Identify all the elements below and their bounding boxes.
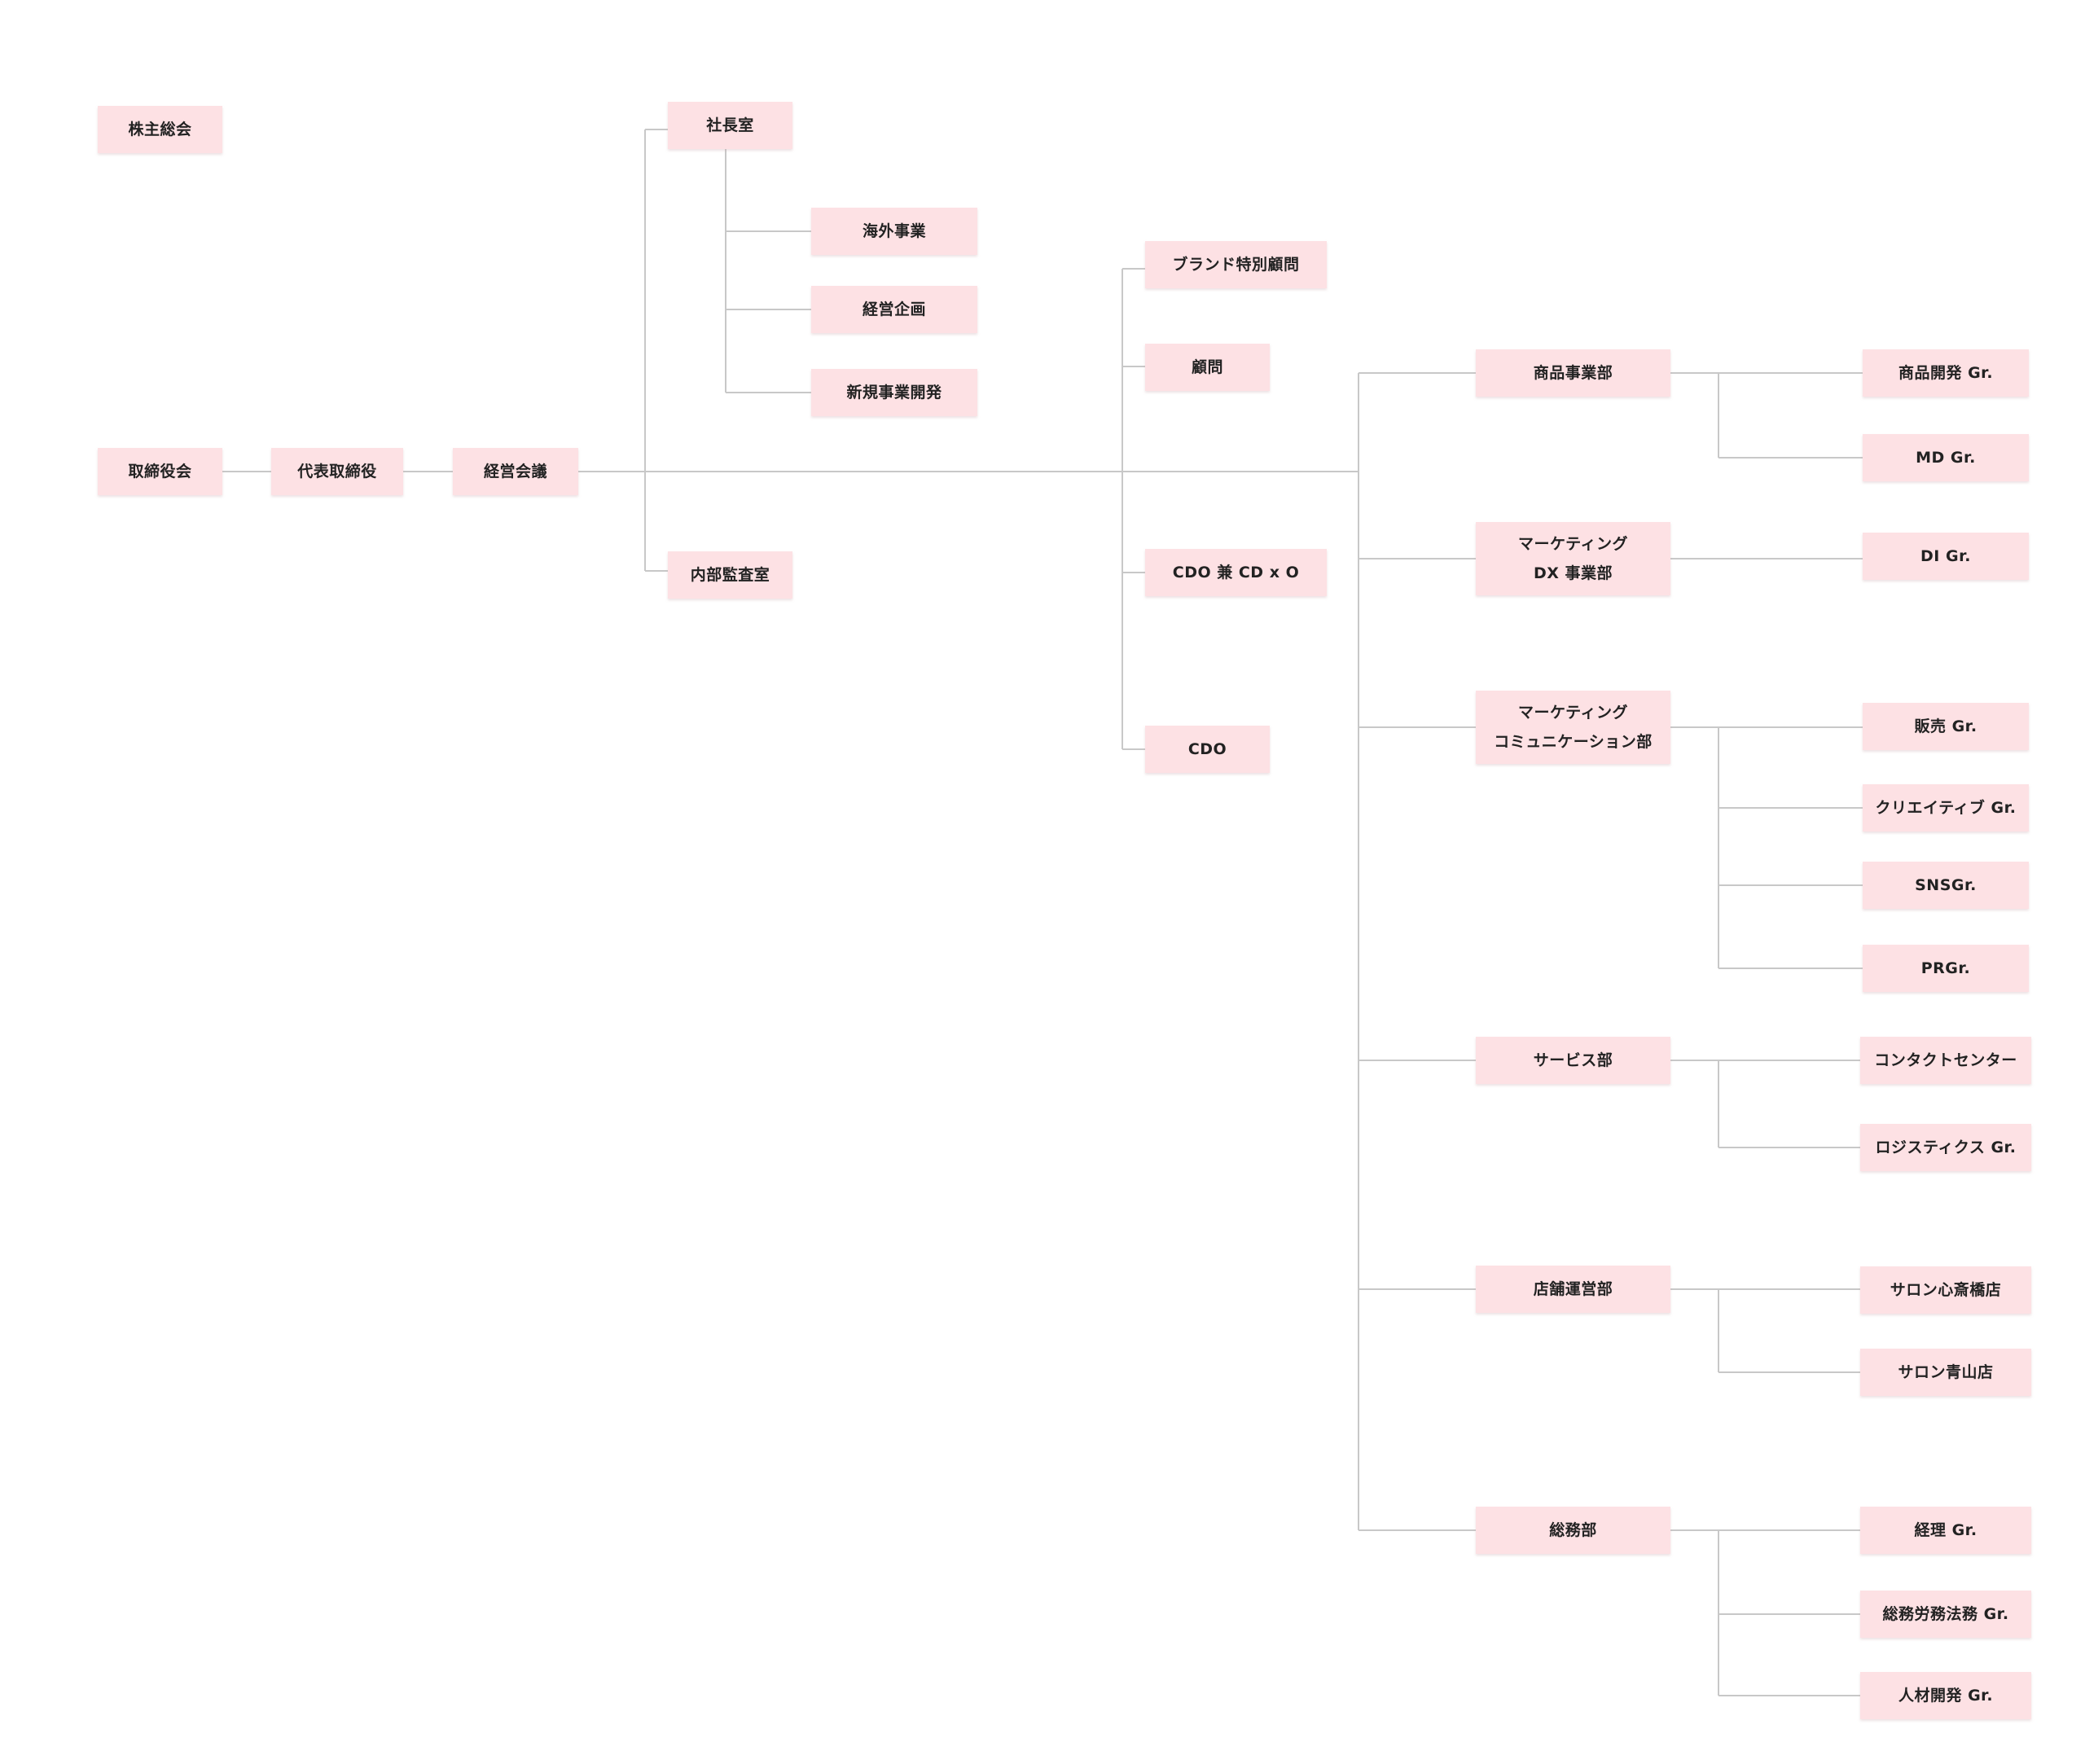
- node-logistics: ロジスティクス Gr.: [1860, 1124, 2031, 1171]
- node-ga-labor-legal: 総務労務法務 Gr.: [1860, 1591, 2031, 1638]
- node-shareholders: 株主総会: [98, 106, 222, 153]
- node-cdo-cdxo: CDO 兼 CD x O: [1145, 549, 1327, 596]
- node-salon-shinsaibashi: サロン心斎橋店: [1860, 1266, 2031, 1314]
- node-board: 取締役会: [98, 448, 222, 495]
- node-brand-advisor: ブランド特別顧問: [1145, 241, 1327, 288]
- node-pr: PRGr.: [1863, 945, 2029, 992]
- node-president-office: 社長室: [668, 102, 792, 149]
- node-contact-center: コンタクトセンター: [1860, 1037, 2031, 1084]
- node-planning: 経営企画: [811, 286, 977, 333]
- node-product-div: 商品事業部: [1476, 349, 1670, 397]
- node-store-div: 店舗運営部: [1476, 1266, 1670, 1313]
- node-mkt-dx-div: マーケティング DX 事業部: [1476, 522, 1670, 595]
- node-accounting: 経理 Gr.: [1860, 1507, 2031, 1554]
- node-salon-aoyama: サロン青山店: [1860, 1349, 2031, 1396]
- node-new-business: 新規事業開発: [811, 369, 977, 416]
- node-di: DI Gr.: [1863, 533, 2029, 580]
- node-ceo: 代表取締役: [271, 448, 403, 495]
- node-overseas: 海外事業: [811, 208, 977, 255]
- node-creative: クリエイティブ Gr.: [1863, 784, 2029, 832]
- node-sns: SNSGr.: [1863, 862, 2029, 909]
- node-hr-dev: 人材開発 Gr.: [1860, 1672, 2031, 1719]
- node-internal-audit: 内部監査室: [668, 551, 792, 599]
- node-md: MD Gr.: [1863, 434, 2029, 481]
- node-product-dev: 商品開発 Gr.: [1863, 349, 2029, 397]
- node-advisor: 顧問: [1145, 344, 1270, 391]
- node-cdo: CDO: [1145, 726, 1270, 773]
- node-sales: 販売 Gr.: [1863, 703, 2029, 750]
- node-mkt-comm-div: マーケティング コミュニケーション部: [1476, 691, 1670, 764]
- node-service-div: サービス部: [1476, 1037, 1670, 1084]
- node-mgmt-meeting: 経営会議: [453, 448, 578, 495]
- node-general-affairs: 総務部: [1476, 1507, 1670, 1554]
